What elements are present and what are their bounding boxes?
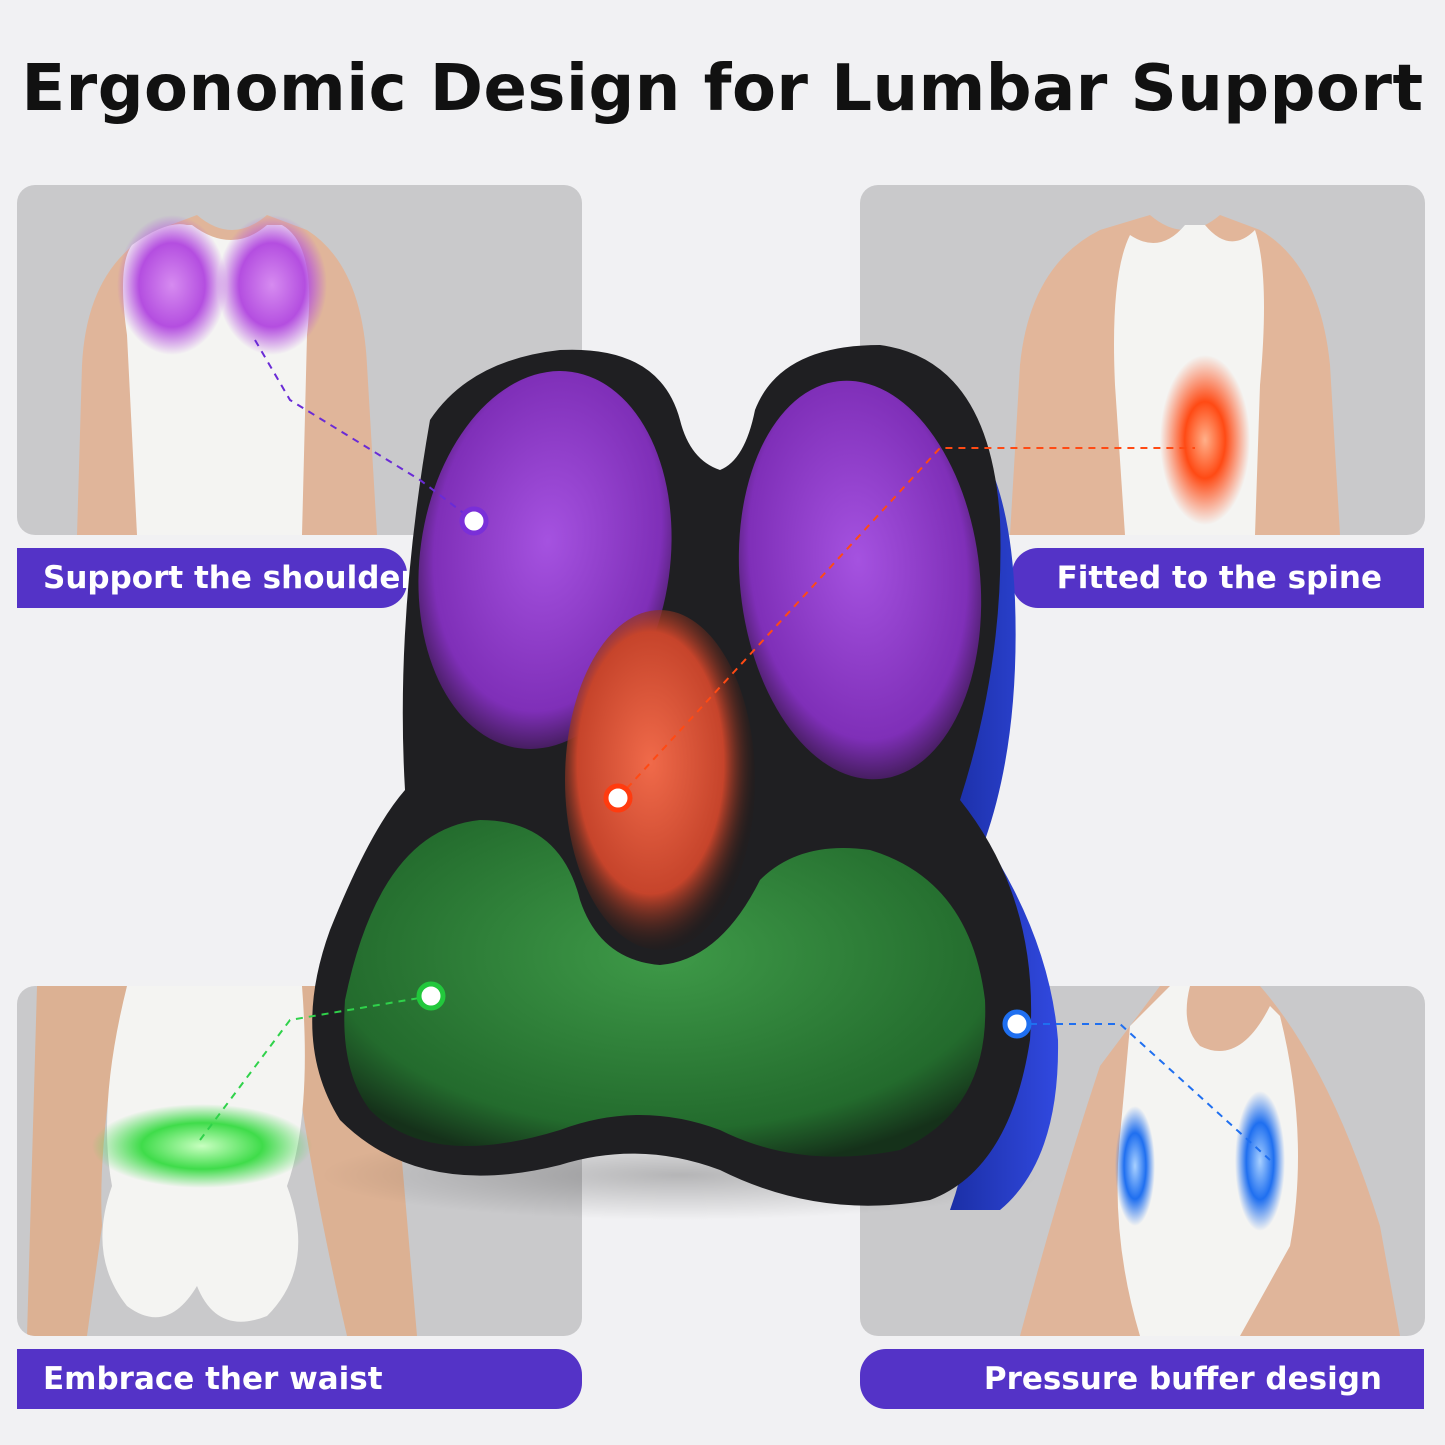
shoulder-photo-panel bbox=[17, 185, 582, 535]
pressure-photo-panel bbox=[860, 986, 1425, 1336]
side-figure-pressure bbox=[1020, 986, 1400, 1336]
back-figure-waist bbox=[27, 986, 417, 1336]
shoulder-label: Support the shoulder bbox=[17, 548, 416, 608]
waist-photo-panel bbox=[17, 986, 582, 1336]
spine-label: Fitted to the spine bbox=[1012, 548, 1424, 608]
waist-label: Embrace ther waist bbox=[17, 1349, 582, 1409]
spine-photo-panel bbox=[860, 185, 1425, 535]
pressure-label: Pressure buffer design bbox=[860, 1349, 1424, 1409]
back-figure-spine bbox=[1010, 215, 1340, 535]
page-title: Ergonomic Design for Lumbar Support bbox=[21, 52, 1424, 126]
back-figure-shoulder bbox=[77, 215, 377, 535]
spine-marker bbox=[603, 783, 633, 813]
